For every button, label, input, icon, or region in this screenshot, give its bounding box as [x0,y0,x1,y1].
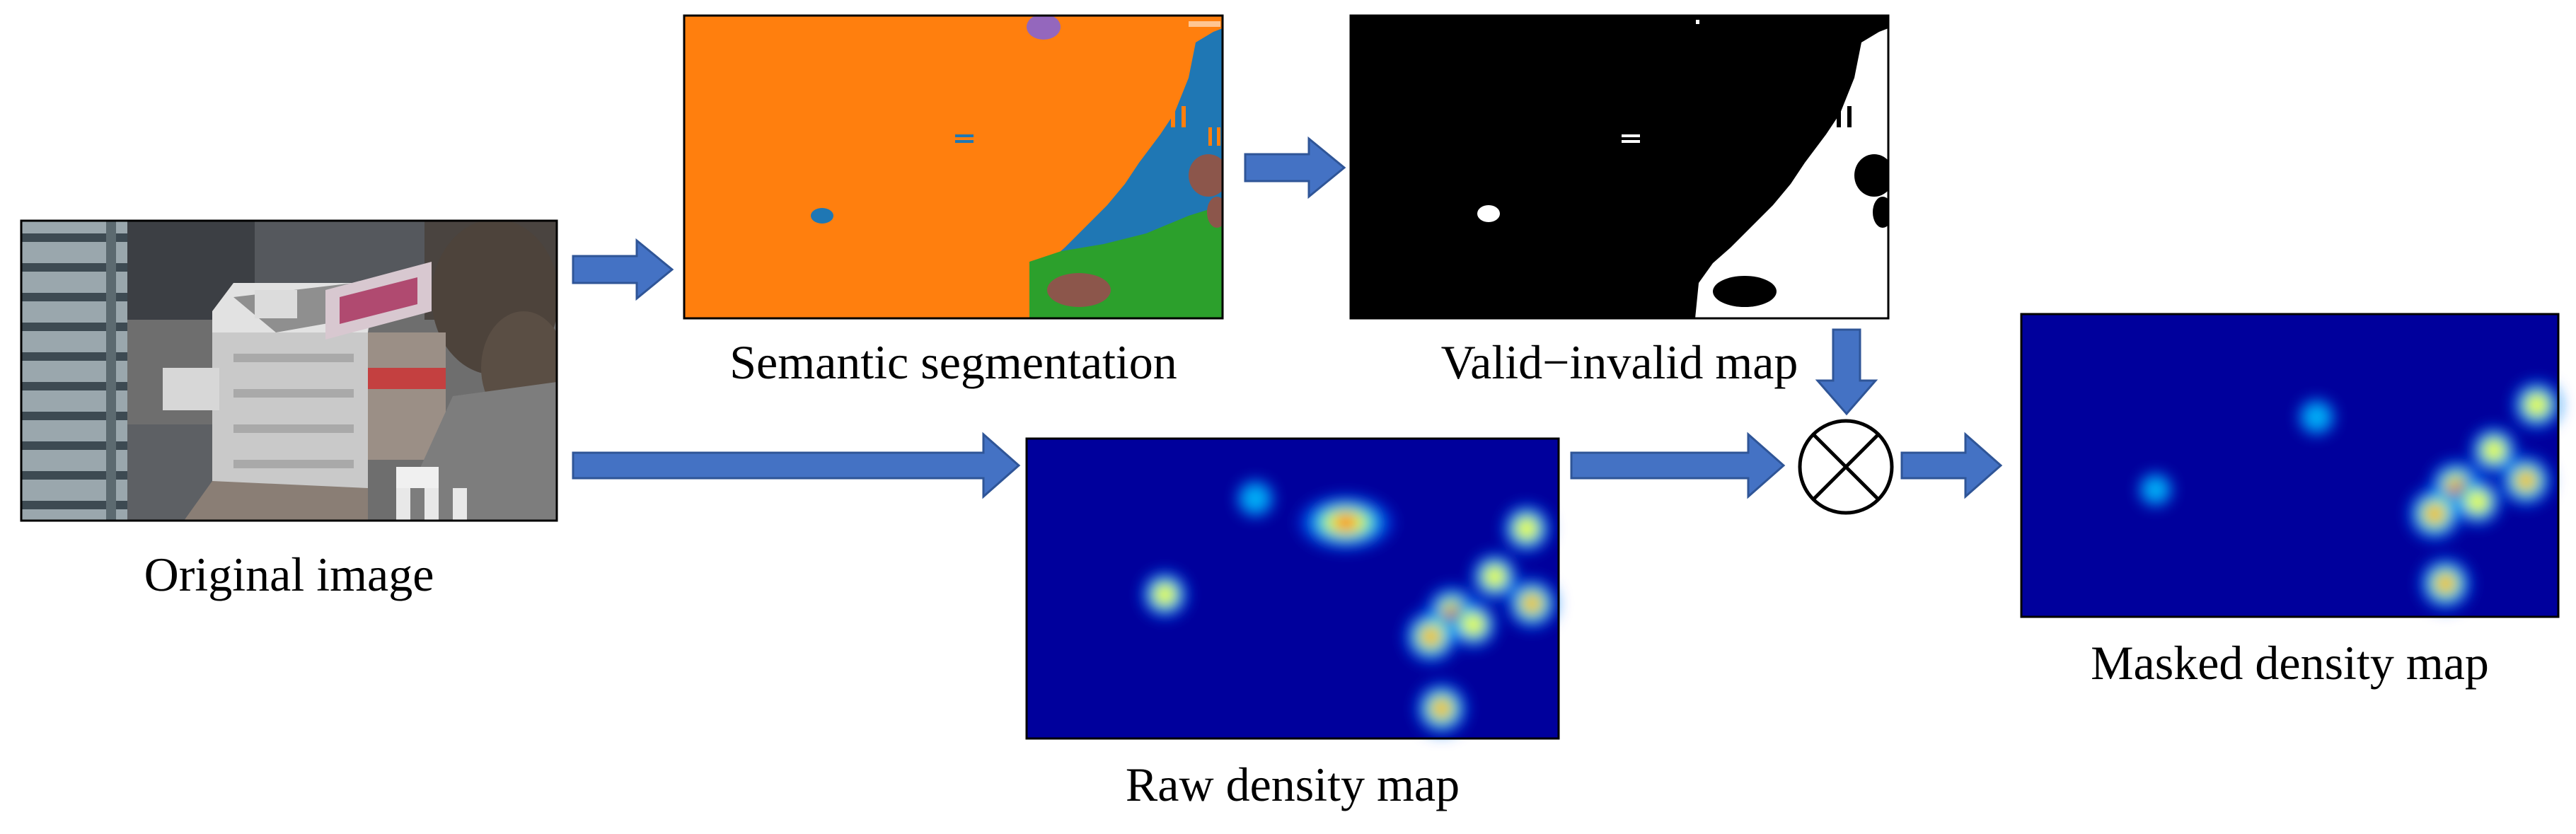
multiply-operator-icon [1798,419,1894,515]
density-peak [2519,474,2533,487]
density-peak [1435,702,1448,715]
arrow-multiply-to-masked [1900,432,2003,499]
original-image [21,221,557,521]
caption-original-image: Original image [144,548,434,601]
density-peak [2142,476,2169,504]
density-peak [1334,516,1358,530]
density-peak [2302,402,2331,432]
caption-masked-density-map: Masked density map [2091,636,2489,690]
caption-valid-invalid-map: Valid−invalid map [1440,335,1798,389]
density-peak [2468,492,2487,511]
caption-semantic-segmentation: Semantic segmentation [729,335,1177,389]
density-peak [1464,615,1483,634]
semantic-segmentation-frame [683,14,1224,320]
density-peak [1486,567,1504,586]
arrow-raw-density-to-multiply [1570,432,1786,499]
density-peak [2485,441,2503,460]
caption-raw-density-map: Raw density map [1125,758,1460,811]
density-peak [1525,597,1539,610]
arrow-valid-to-multiply [1815,328,1878,416]
masked-density-map [2021,314,2563,617]
density-peak [2439,577,2452,591]
density-peak [2527,395,2546,415]
arrow-original-to-segmentation [572,238,674,301]
density-peak [1155,585,1174,604]
arrow-segmentation-to-valid [1244,136,1346,199]
raw-density-map [1027,439,1559,739]
raw-density-frame [1025,437,1560,740]
density-peak [1517,519,1536,538]
semantic-segmentation-map [684,16,1223,318]
valid-invalid-map [1351,16,1888,318]
valid-invalid-frame [1349,14,1890,320]
original-image-frame [20,219,558,522]
density-peak [1240,484,1271,514]
density-peak [1424,630,1438,644]
density-peak [2428,507,2442,521]
arrow-original-to-raw-density [572,432,1021,499]
masked-density-frame [2020,313,2560,618]
